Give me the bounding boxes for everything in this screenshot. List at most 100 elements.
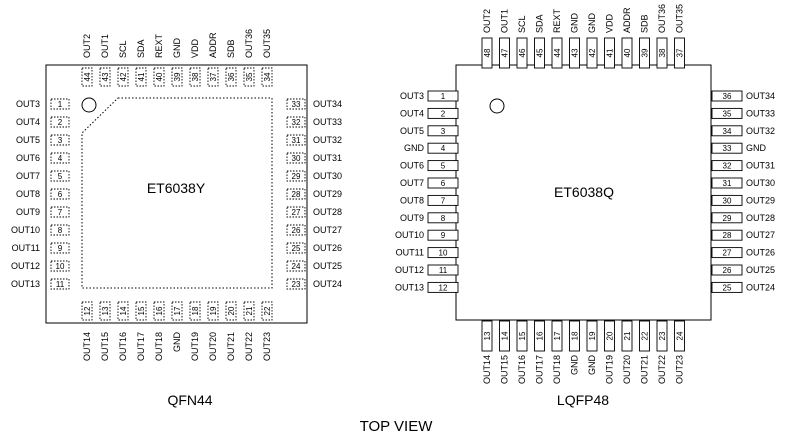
qfn44-pin-pad	[81, 67, 93, 87]
qfn44-pin-number: 25	[292, 244, 301, 253]
qfn44-pin-name: OUT34	[313, 99, 342, 109]
qfn44-pin-name: OUT13	[11, 279, 40, 289]
lqfp48-pin-number: 47	[501, 48, 510, 57]
lqfp48-pin-number: 35	[723, 109, 732, 118]
lqfp48-pin-pad	[427, 194, 459, 206]
lqfp48-pin-number: 9	[441, 231, 446, 240]
lqfp48-pin-number: 19	[588, 331, 597, 340]
qfn44-pin-name: OUT32	[313, 135, 342, 145]
lqfp48-pin-pad	[674, 37, 685, 69]
lqfp48-pin-pad	[516, 320, 528, 352]
qfn44-pin-number: 8	[58, 226, 63, 235]
lqfp48-pin-name: OUT29	[746, 195, 775, 205]
lqfp48-pin-number: 2	[441, 109, 446, 118]
qfn44-pin-pad	[50, 278, 70, 290]
qfn44-pin-pad	[50, 206, 70, 218]
lqfp48-pin-name: OUT32	[746, 126, 775, 136]
lqfp48-pin-pad	[427, 212, 459, 224]
lqfp48-pin-number: 1	[441, 92, 446, 101]
lqfp48-pin-name: OUT36	[657, 4, 667, 33]
qfn44-pin-number: 15	[137, 306, 146, 315]
qfn44-pin-pad	[171, 301, 183, 321]
lqfp48-pin-number: 24	[676, 331, 685, 340]
lqfp48-pin-name: OUT9	[400, 213, 424, 223]
lqfp48-pin-name: GND	[404, 143, 425, 153]
lqfp48-pin-number: 31	[723, 179, 732, 188]
qfn44-pin-name: OUT10	[11, 225, 40, 235]
qfn44-pin-number: 5	[58, 172, 63, 181]
qfn44-pin-name: OUT21	[226, 332, 236, 361]
qfn44-pin-pad	[286, 206, 306, 218]
lqfp48-pin-name: OUT28	[746, 213, 775, 223]
lqfp48-pin-number: 20	[606, 331, 615, 340]
qfn44-pin-pad	[286, 134, 306, 146]
qfn44-pin-pad	[286, 260, 306, 272]
qfn44-pin-pad	[50, 134, 70, 146]
lqfp48-pin-number: 3	[441, 127, 446, 136]
lqfp48-pin-number: 44	[553, 48, 562, 57]
qfn44-pin-pad	[243, 67, 255, 87]
lqfp48-pin-name: REXT	[552, 8, 562, 33]
qfn44-pin-pad	[286, 98, 306, 110]
qfn44-pin-pad	[135, 67, 147, 87]
qfn44-pin-number: 30	[292, 154, 301, 163]
qfn44-pin-pad	[189, 301, 201, 321]
lqfp48-pin-number: 5	[441, 162, 446, 171]
qfn44-package: ET6038Y 1OUT32OUT43OUT54OUT65OUT76OUT87O…	[11, 29, 342, 361]
lqfp48-pin-number: 45	[536, 48, 545, 57]
qfn44-pin-number: 42	[119, 72, 128, 81]
lqfp48-chip-name: ET6038Q	[554, 184, 614, 200]
lqfp48-pin-pad	[569, 320, 580, 352]
qfn44-pin-pad	[286, 170, 306, 182]
qfn44-pin-name: OUT28	[313, 207, 342, 217]
qfn44-pin-pad	[261, 67, 273, 87]
lqfp48-pin-pad	[427, 281, 459, 293]
lqfp48-pin-pad	[711, 90, 743, 102]
qfn44-pin-name: OUT7	[16, 171, 40, 181]
lqfp48-pin-name: SDB	[640, 14, 650, 33]
qfn44-pin-pad	[135, 301, 147, 321]
lqfp48-pin-number: 14	[501, 331, 510, 340]
qfn44-pin-number: 9	[58, 244, 63, 253]
lqfp48-pin-name: OUT22	[657, 355, 667, 384]
lqfp48-pin-number: 6	[441, 179, 446, 188]
lqfp48-pin-name: OUT18	[552, 355, 562, 384]
qfn44-pin-name: OUT35	[262, 29, 272, 58]
lqfp48-pin-name: OUT7	[400, 178, 424, 188]
lqfp48-pin-name: OUT31	[746, 161, 775, 171]
qfn44-pin-number: 7	[58, 208, 63, 217]
lqfp48-pin-name: OUT34	[746, 91, 775, 101]
lqfp48-pin-number: 25	[723, 283, 732, 292]
qfn44-pins: 1OUT32OUT43OUT54OUT65OUT76OUT87OUT98OUT1…	[11, 29, 342, 361]
lqfp48-pin-name: OUT14	[482, 355, 492, 384]
lqfp48-pin-name: OUT2	[482, 9, 492, 33]
lqfp48-pin-pad	[427, 177, 459, 189]
lqfp48-pin-pad	[534, 320, 545, 352]
qfn44-pin-pad	[81, 301, 93, 321]
qfn44-pin-name: VDD	[190, 38, 200, 58]
qfn44-pin-number: 17	[173, 306, 182, 315]
lqfp48-pin-name: OUT17	[535, 355, 545, 384]
lqfp48-pin-name: SDA	[535, 14, 545, 33]
lqfp48-pin-pad	[427, 160, 459, 172]
qfn44-pin-number: 11	[56, 280, 65, 289]
lqfp48-pin-name: OUT20	[622, 355, 632, 384]
qfn44-pin-name: OUT20	[208, 332, 218, 361]
lqfp48-pin-pad	[586, 320, 598, 352]
lqfp48-pin-pad	[534, 37, 545, 69]
top-view-caption: TOP VIEW	[360, 418, 434, 435]
lqfp48-pin-number: 41	[606, 48, 615, 57]
qfn44-pin-number: 1	[58, 100, 63, 109]
lqfp48-pin-name: OUT25	[746, 265, 775, 275]
qfn44-pin-number: 29	[292, 172, 301, 181]
qfn44-pin-pad	[225, 67, 237, 87]
qfn44-pin-pad	[286, 242, 306, 254]
qfn44-pin-pad	[189, 67, 201, 87]
qfn44-pin-pad	[286, 278, 306, 290]
lqfp48-pin-name: OUT6	[400, 161, 424, 171]
qfn44-pin-name: OUT33	[313, 117, 342, 127]
qfn44-pin-pad	[117, 301, 129, 321]
qfn44-pin-pad	[50, 170, 70, 182]
lqfp48-pin-number: 23	[658, 331, 667, 340]
